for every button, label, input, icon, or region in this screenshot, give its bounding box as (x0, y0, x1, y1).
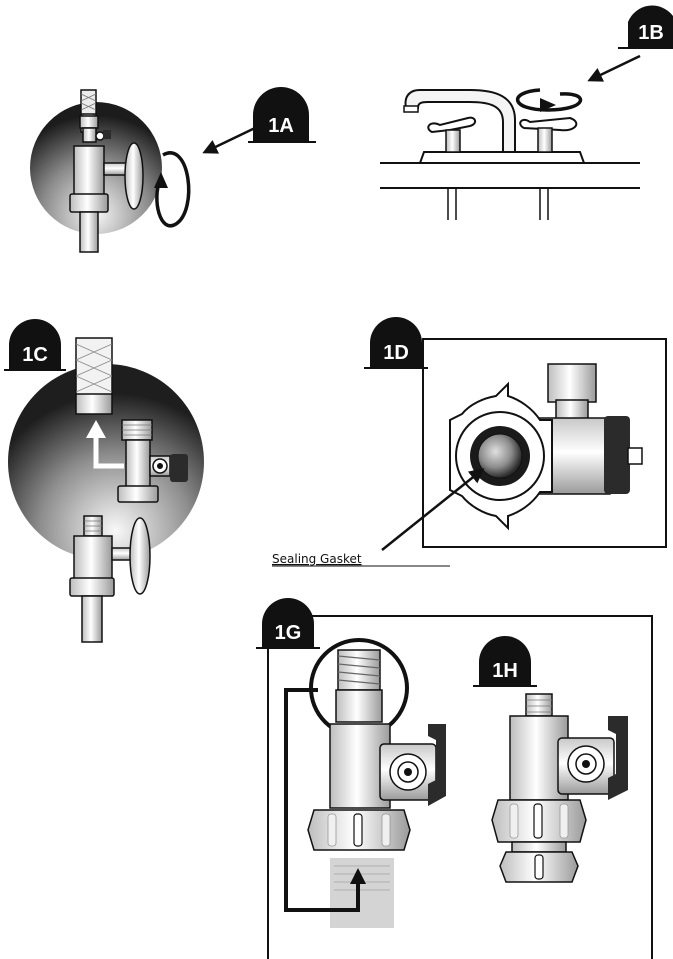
panel-1c: 1C (4, 319, 204, 643)
guide-path-1g (284, 688, 360, 912)
sealing-gasket-label: Sealing Gasket (272, 552, 362, 566)
panel-1a: 1A (30, 87, 316, 253)
badge-1b-label: 1B (638, 22, 664, 44)
panel-1h: 1H (473, 636, 628, 883)
badge-1b: 1B (618, 5, 673, 49)
adapter-handle-1h (608, 716, 628, 800)
ghost-supply-pipe (330, 858, 394, 928)
adapter-handle-1g (428, 724, 446, 806)
panel-1b: 1B (380, 5, 673, 220)
badge-1a-label: 1A (268, 115, 294, 137)
faucet-base (418, 151, 586, 164)
badge-1a: 1A (248, 87, 316, 143)
leader-arrow-1a (202, 126, 256, 154)
badge-1c: 1C (4, 319, 66, 371)
panel-1d: Sealing Gasket 1D (272, 317, 667, 567)
badge-1g: 1G (256, 598, 320, 649)
shutoff-valve-body (73, 145, 105, 197)
badge-1g-label: 1G (275, 622, 302, 644)
faucet-handle-right (519, 116, 578, 132)
badge-1h: 1H (473, 636, 537, 687)
rotation-arrow-1b (516, 88, 583, 112)
leader-arrow-1b (587, 54, 641, 82)
panel-1g-frame (267, 615, 653, 959)
faucet-handle-left (427, 116, 476, 134)
badge-1h-label: 1H (492, 660, 518, 682)
badge-1d: 1D (364, 317, 428, 369)
shutoff-valve-handle-1c (129, 517, 151, 595)
adapter-handle-1d (604, 416, 630, 494)
shutoff-valve-handle (124, 142, 144, 210)
rotation-arrow-1a (155, 151, 191, 228)
badge-1d-label: 1D (383, 342, 409, 364)
panel-1g: 1G (256, 598, 653, 959)
adapter-nut (79, 115, 99, 129)
badge-1c-label: 1C (22, 344, 48, 366)
connect-arrow-1c (93, 430, 124, 469)
panel-1c-backdrop (8, 364, 204, 560)
leader-line-gasket (381, 468, 485, 551)
